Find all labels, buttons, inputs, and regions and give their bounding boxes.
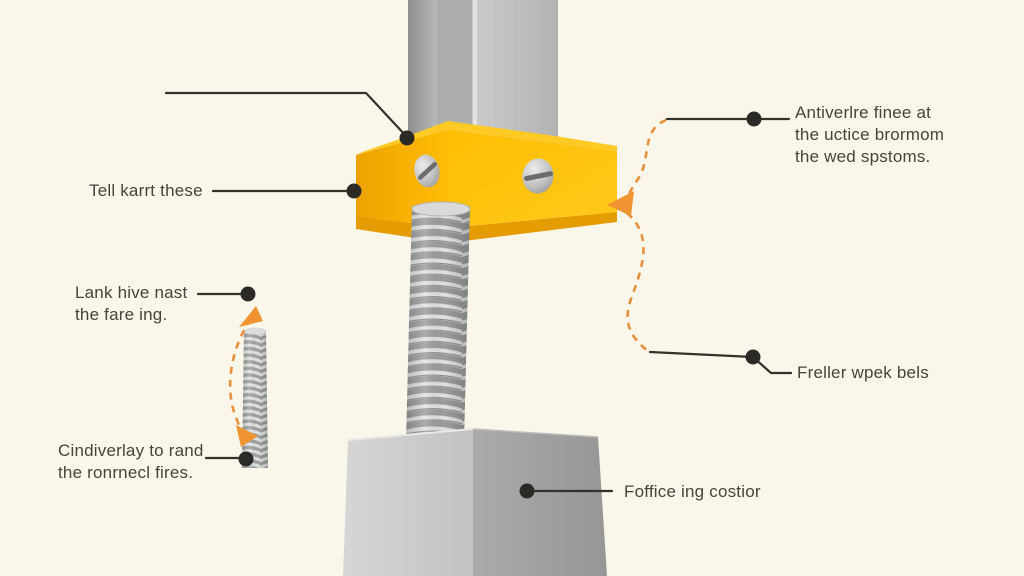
- base-top-edge-right: [472, 428, 599, 438]
- clamp-hole-right: [522, 158, 554, 194]
- leader-dot-top-right: [746, 111, 762, 127]
- clamp-block-graphic: [356, 121, 617, 243]
- lead-screw-graphic: [406, 201, 471, 442]
- leader-dot-coil-bottom: [238, 451, 254, 467]
- arrowhead-into-clamp: [607, 191, 634, 216]
- leader-dot-base: [519, 483, 535, 499]
- leader-dot-clamp: [346, 183, 362, 199]
- arrowhead-coil-top: [239, 306, 263, 327]
- column-edge-highlight: [472, 0, 477, 160]
- base-block-graphic: [343, 428, 607, 576]
- leader-dot-coil-top: [240, 286, 256, 302]
- leader-lines: [164, 91, 793, 493]
- label-coil-top: Lank hive nast the fare ing.: [75, 283, 188, 324]
- lead-screw-cap: [411, 201, 471, 217]
- detail-coil-cap: [244, 327, 266, 335]
- leader-line-top-left: [164, 91, 409, 139]
- column-post-graphic: [408, 0, 558, 162]
- base-top-edge-left: [347, 428, 474, 441]
- leader-dots: [238, 111, 762, 499]
- label-base: Foffice ing costior: [624, 482, 761, 501]
- label-coil-bottom: Cindiverlay to rand the ronrnecl fires.: [58, 441, 204, 482]
- flow-arrowheads: [236, 191, 634, 447]
- arrowhead-coil-bottom: [236, 425, 258, 447]
- flow-curve-top: [622, 118, 667, 204]
- base-right-face: [473, 429, 607, 576]
- label-top-right: Antiverlre finee at the uctice brormom t…: [795, 103, 945, 166]
- leader-line-right-mid: [648, 350, 793, 375]
- flow-curve-bottom: [626, 212, 650, 354]
- label-clamp: Tell karrt these: [89, 181, 203, 200]
- clamp-hole-left: [414, 154, 440, 188]
- detail-coil-graphic: [242, 327, 268, 468]
- label-right-mid: Freller wpek bels: [797, 363, 929, 382]
- leader-dot-right-mid: [745, 349, 761, 365]
- base-left-face: [343, 429, 473, 576]
- leader-dot-top-left: [399, 130, 415, 146]
